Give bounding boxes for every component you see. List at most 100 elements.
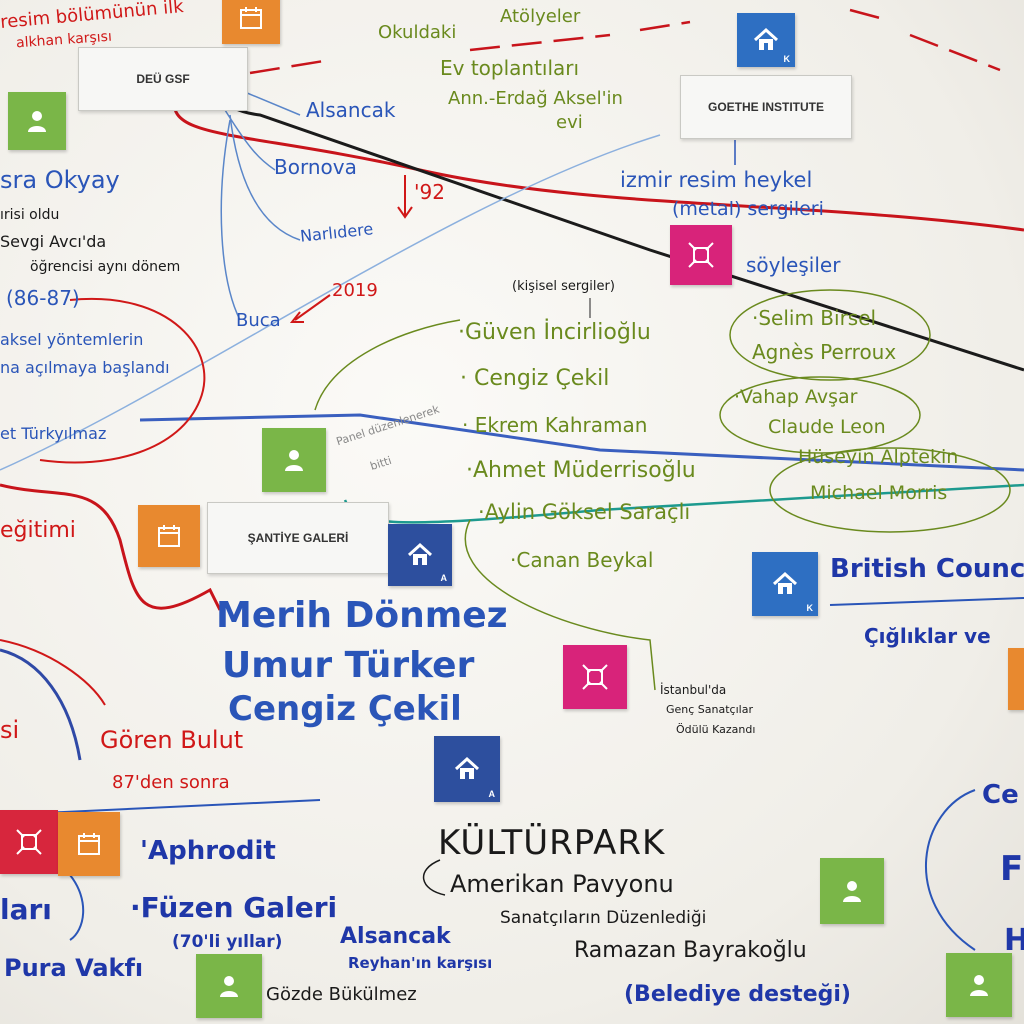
- note-british-council: British Council: [830, 554, 1024, 584]
- red-dash-top: [249, 8, 1001, 75]
- note-buca: Buca: [236, 310, 281, 331]
- red-curve-bottom: [0, 639, 106, 706]
- person-icon: [28, 111, 46, 132]
- note-sevgi-avci: Sevgi Avcı'da: [0, 232, 107, 251]
- note-kisisel-sergiler: (kişisel sergiler): [512, 279, 615, 294]
- home-card-badge: K: [783, 54, 791, 64]
- arrow-92: [397, 175, 413, 219]
- ellipse-huseyin: [769, 447, 1011, 533]
- ellipse-selim: [729, 289, 931, 381]
- note-huseyin: Hüseyin Alptekin: [798, 446, 959, 468]
- card-goethe: GOETHE INSTITUTE: [680, 75, 852, 139]
- expand-card: [0, 810, 58, 874]
- home-icon: [753, 27, 779, 50]
- connector-long: [0, 134, 661, 471]
- blue-arc-right: [925, 789, 976, 951]
- note-aksel-yontem: aksel yöntemlerin: [0, 330, 144, 349]
- note-esra-okyay: sra Okyay: [0, 166, 120, 194]
- note-vahap: ·Vahap Avşar: [734, 386, 858, 408]
- note-h: H: [1004, 923, 1024, 958]
- note-86-87: (86-87): [6, 286, 80, 310]
- person-card: [946, 953, 1012, 1017]
- home-card: K: [752, 552, 818, 616]
- note-agnes: Agnès Perroux: [752, 340, 897, 364]
- note-acilmaya: na açılmaya başlandı: [0, 358, 170, 377]
- ellipse-vahap: [719, 376, 921, 454]
- expand-icon: [582, 664, 608, 690]
- note-alsancak-2: Alsancak: [340, 924, 451, 949]
- note-ann-erdag: Ann.-Erdağ Aksel'in: [448, 88, 623, 109]
- person-card: [196, 954, 262, 1018]
- connector-alsancak: [239, 89, 301, 116]
- black-brace: [422, 859, 446, 896]
- note-70li-yillar: (70'li yıllar): [172, 932, 283, 952]
- blue-underline-british: [829, 597, 1024, 606]
- note-sanatcilarin: Sanatçıların Düzenlediği: [500, 908, 707, 928]
- note-bornova: Bornova: [274, 155, 357, 179]
- calendar-card-edge: [1008, 648, 1024, 710]
- note-alsancak: Alsancak: [306, 98, 396, 122]
- home-icon: [407, 542, 433, 565]
- expand-card: [563, 645, 627, 709]
- note-odulu: Ödülü Kazandı: [676, 723, 756, 736]
- note-ramazan: Ramazan Bayrakoğlu: [574, 938, 807, 963]
- expand-icon: [688, 242, 714, 268]
- person-card: [820, 858, 884, 924]
- note-ahmet: ·Ahmet Müderrisoğlu: [466, 458, 696, 483]
- note-ciglik: Çığlıklar ve: [864, 624, 991, 648]
- note-92: '92: [414, 180, 445, 204]
- note-ev-toplantilari: Ev toplantıları: [440, 56, 580, 80]
- note-izmir-resim: izmir resim heykel: [620, 168, 813, 192]
- blue-arc-left: [69, 874, 85, 941]
- note-merih: Merih Dönmez: [216, 595, 508, 636]
- card-santiye-label: ŞANTİYE GALERİ: [247, 531, 349, 545]
- person-icon: [285, 450, 303, 471]
- note-kulturpark: KÜLTÜRPARK: [438, 823, 666, 863]
- person-card: [8, 92, 66, 150]
- connector-buca: [220, 119, 241, 321]
- expand-card: [670, 225, 732, 285]
- note-cengiz-2: Cengiz Çekil: [228, 689, 462, 729]
- note-okuldaki: Okuldaki: [378, 22, 457, 43]
- note-atolyeler: Atölyeler: [500, 6, 581, 27]
- note-f: F: [1000, 849, 1024, 889]
- note-pura-vakfi: Pura Vakfı: [4, 954, 144, 982]
- note-umur: Umur Türker: [222, 645, 475, 686]
- home-icon: [772, 571, 798, 594]
- note-canan: ·Canan Beykal: [510, 548, 654, 572]
- note-istanbul: İstanbul'da: [660, 683, 727, 697]
- card-goethe-label: GOETHE INSTITUTE: [707, 100, 824, 114]
- person-icon: [843, 881, 861, 902]
- arrow-2019: [289, 294, 331, 323]
- note-2019: 2019: [332, 280, 378, 301]
- note-turkyilmaz: et Türkyılmaz: [0, 424, 107, 443]
- note-selim: ·Selim Birsel: [752, 306, 877, 330]
- note-ce: Ce: [982, 780, 1019, 810]
- calendar-icon: [78, 833, 100, 855]
- home-card-badge: A: [440, 573, 448, 583]
- calendar-card: [138, 505, 200, 567]
- red-loop: [39, 297, 206, 464]
- note-guven: ·Güven İncirlioğlu: [458, 320, 651, 345]
- note-aphrodit: 'Aphrodit: [140, 836, 276, 866]
- note-metal-sergileri: (metal) sergileri: [672, 198, 824, 220]
- note-belediye: (Belediye desteği): [624, 982, 851, 1007]
- calendar-card: [58, 812, 120, 876]
- calendar-card: [222, 0, 280, 44]
- person-icon: [220, 976, 238, 997]
- home-card: A: [434, 736, 500, 802]
- person-card: [262, 428, 326, 492]
- note-evi: evi: [556, 112, 583, 133]
- note-soylesiler: söyleşiler: [746, 253, 841, 277]
- blue-thread: [139, 413, 1024, 472]
- note-amerikan: Amerikan Pavyonu: [450, 870, 674, 898]
- connector-bornova: [224, 109, 276, 171]
- green-line-istanbul: [464, 519, 656, 691]
- note-reyhan: Reyhan'ın karşısı: [348, 954, 493, 972]
- red-thread-left: [0, 483, 222, 611]
- note-egitimi: eğitimi: [0, 518, 76, 543]
- green-bracket: [314, 319, 461, 411]
- home-card: K: [737, 13, 795, 67]
- note-aylin: ·Aylin Göksel Saraçlı: [478, 500, 691, 524]
